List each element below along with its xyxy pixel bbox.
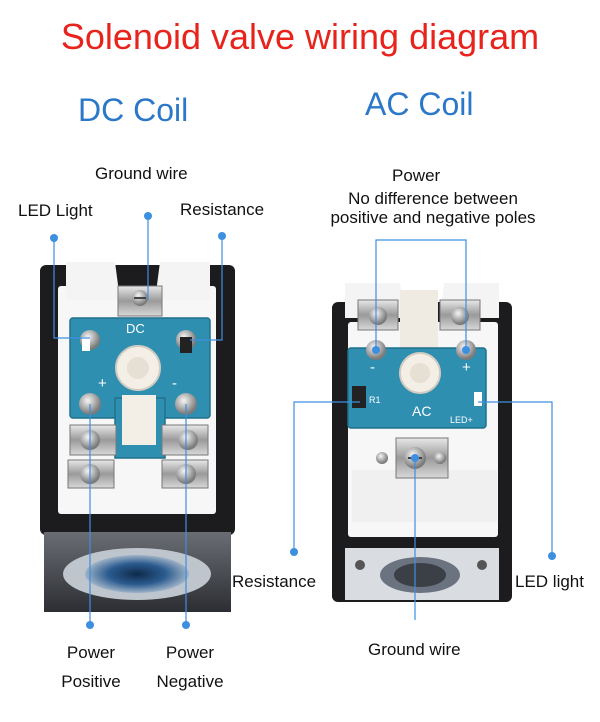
ac-led-dot — [548, 552, 556, 560]
ac-resistor-component — [352, 386, 366, 408]
ac-board-led-marking: LED+ — [450, 415, 473, 425]
ac-resistance-dot — [290, 548, 298, 556]
dc-led-pointer — [53, 238, 90, 339]
dc-power-negative-line1: Power — [165, 643, 215, 662]
dc-power-positive-line1: Power — [66, 643, 116, 662]
ac-resistance-label: Resistance — [232, 572, 317, 591]
ac-circuit-board: AC R1 LED+ + - — [347, 299, 487, 479]
dc-pointer-lines — [53, 216, 223, 625]
ac-board-minus: - — [370, 359, 375, 376]
dc-power-negative-line2: Negative — [156, 672, 224, 691]
dc-led-component — [82, 337, 90, 351]
dc-lens — [85, 555, 189, 593]
ac-board-r-marking: R1 — [369, 395, 381, 405]
ac-board-plus: + — [462, 359, 471, 376]
page-title: Solenoid valve wiring diagram — [60, 16, 540, 57]
dc-board-code: DC — [126, 321, 145, 336]
dc-led-dot — [50, 234, 58, 242]
ac-power-left-dot — [372, 346, 380, 354]
dc-coil-heading: DC Coil — [78, 92, 189, 128]
ac-pointer-lines — [293, 239, 553, 620]
ac-ground-wire-label: Ground wire — [368, 640, 461, 659]
dc-resistance-pointer — [190, 236, 223, 341]
ac-ground-dot — [411, 454, 419, 462]
ac-led-component — [474, 392, 482, 406]
dc-board-minus: - — [172, 375, 177, 392]
dc-resistor-component — [180, 337, 192, 353]
dc-positive-dot — [86, 621, 94, 629]
ac-board-code: AC — [412, 403, 431, 419]
dc-negative-dot — [182, 621, 190, 629]
ac-power-label: Power — [392, 166, 441, 185]
ac-power-pointer — [375, 239, 467, 350]
dc-ground-dot — [144, 212, 152, 220]
ac-resistance-pointer — [293, 401, 360, 552]
dc-power-positive-line2: Positive — [61, 672, 121, 691]
dc-board-plus: + — [98, 375, 107, 392]
dc-resistance-dot — [218, 232, 226, 240]
ac-coil-heading: AC Coil — [365, 86, 474, 122]
ac-power-right-dot — [462, 346, 470, 354]
ac-note-line2: positive and negative poles — [330, 208, 536, 227]
ac-note-line1: No difference between — [348, 189, 518, 208]
ac-led-light-label: LED light — [515, 572, 584, 591]
dc-ground-wire-label: Ground wire — [95, 164, 188, 183]
dc-led-light-label: LED Light — [18, 201, 93, 220]
dc-circuit-board: DC + - — [67, 317, 211, 489]
dc-resistance-label: Resistance — [180, 200, 265, 219]
ac-led-pointer — [478, 401, 553, 556]
